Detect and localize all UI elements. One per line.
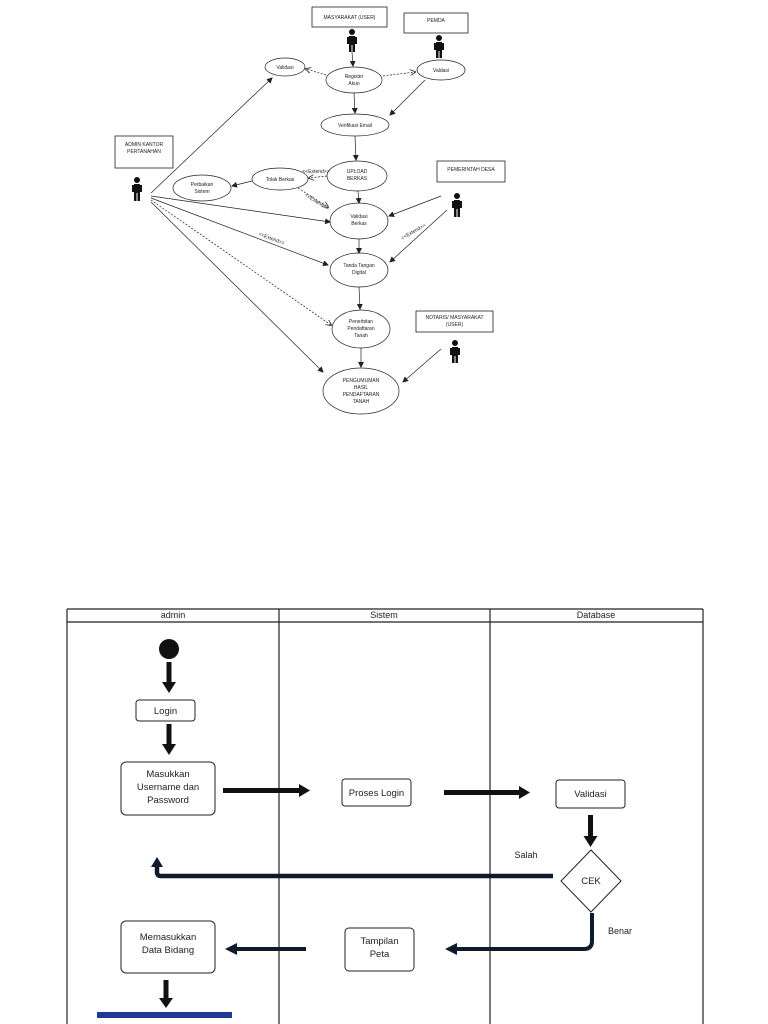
usecase-pengumuman-hasil: PENGUMUMAN HASIL PENDAFTARAN TANAH <box>322 367 400 415</box>
usecase-validasi: Validasi <box>264 57 306 77</box>
extend-label-admin: <<Extend>> <box>258 232 286 247</box>
flow-arrow <box>162 724 176 755</box>
usecase-tolak-berkas: Tolak Berkas <box>251 167 309 191</box>
svg-text:Password: Password <box>147 795 189 806</box>
flow-arrow <box>225 943 306 955</box>
svg-text:Sistem: Sistem <box>194 189 209 195</box>
svg-text:UPLOAD: UPLOAD <box>347 169 368 175</box>
svg-text:Berkas: Berkas <box>351 221 367 227</box>
actor-masyarakat-label: MASYARAKAT (USER) <box>324 15 376 21</box>
svg-text:TANAH: TANAH <box>353 399 370 405</box>
svg-text:Validasi: Validasi <box>574 789 607 800</box>
actor-pemda-label: PEMDA <box>427 18 445 24</box>
initial-node <box>159 639 179 659</box>
svg-text:Memasukkan: Memasukkan <box>140 932 197 943</box>
usecase-validasi-berkas: Validasi Berkas <box>329 202 389 240</box>
activity-masukkan-username-password: Masukkan Username dan Password <box>120 761 216 816</box>
svg-text:Data Bidang: Data Bidang <box>142 945 194 956</box>
svg-text:Tolak Berkas: Tolak Berkas <box>266 177 295 183</box>
flow-arrow <box>159 980 173 1008</box>
activity-validasi: Validasi <box>555 779 626 809</box>
svg-text:BERKAS: BERKAS <box>347 176 368 182</box>
usecase-penerbitan-pendaftaran-tanah: Penerbitan Pendaftaran Tanah <box>331 309 391 349</box>
sync-bar <box>97 1012 232 1018</box>
svg-text:PENDAFTARAN: PENDAFTARAN <box>343 392 380 398</box>
flow-arrow-salah <box>151 857 553 879</box>
stick-figure-icon <box>450 340 460 363</box>
svg-text:CEK: CEK <box>581 876 601 887</box>
activity-memasukkan-data-bidang: Memasukkan Data Bidang <box>120 920 216 974</box>
svg-text:Pendaftaran: Pendaftaran <box>347 326 374 332</box>
usecase-perbaikan-sistem: Perbaikan Sistem <box>172 174 232 202</box>
flow-arrow <box>444 786 530 799</box>
actor-notaris-label-2: (USER) <box>446 322 464 328</box>
stick-figure-icon <box>132 177 142 201</box>
usecase-valdasi: Valdasi <box>416 59 466 81</box>
svg-text:Validasi: Validasi <box>350 214 367 220</box>
svg-text:Masukkan: Masukkan <box>146 769 189 780</box>
flow-arrow <box>583 815 598 847</box>
svg-text:Peta: Peta <box>370 949 390 960</box>
activity-tampilan-peta: Tampilan Peta <box>344 927 415 972</box>
svg-text:HASIL: HASIL <box>354 385 369 391</box>
actor-pemerintah-desa-label: PEMERINTAH DESA <box>447 167 495 173</box>
extend-label-tolak: <<Extend>> <box>303 192 329 212</box>
svg-text:Register: Register <box>345 74 364 80</box>
stick-figure-icon <box>434 35 444 58</box>
usecase-verifikasi-email: Verifikasi Email <box>320 113 390 137</box>
actor-admin-kantor-pertanahan: ADMIN KANTOR PERTANAHAN <box>114 135 174 201</box>
svg-text:Username dan: Username dan <box>137 782 199 793</box>
flow-arrow-benar <box>445 913 594 955</box>
use-case-relations <box>150 51 448 383</box>
usecase-tanda-tangan-digital: Tanda Tangan Digital <box>329 252 389 288</box>
stick-figure-icon <box>347 29 357 52</box>
stick-figure-icon <box>452 193 462 217</box>
swimlane-frame <box>66 608 704 1024</box>
flow-arrow <box>162 662 176 693</box>
guard-benar: Benar <box>608 926 632 936</box>
svg-text:Tanah: Tanah <box>354 333 368 339</box>
svg-text:Tampilan: Tampilan <box>360 936 398 947</box>
actor-admin-label-1: ADMIN KANTOR <box>125 142 164 148</box>
svg-text:Penerbitan: Penerbitan <box>349 319 373 325</box>
lane-header-database: Database <box>577 610 616 620</box>
flow-arrow <box>223 784 310 797</box>
svg-text:Proses Login: Proses Login <box>349 788 404 799</box>
svg-text:Login: Login <box>154 706 177 717</box>
activity-proses-login: Proses Login <box>341 778 412 807</box>
activity-login: Login <box>135 699 196 722</box>
svg-text:Tanda Tangan: Tanda Tangan <box>343 263 375 269</box>
svg-text:Validasi: Validasi <box>276 65 293 71</box>
actor-admin-label-2: PERTANAHAN <box>127 149 161 155</box>
use-case-diagram: MASYARAKAT (USER) PEMDA <box>114 6 506 415</box>
lane-header-admin: admin <box>161 610 186 620</box>
svg-text:Akun: Akun <box>348 81 360 87</box>
svg-text:PENGUMUMAN: PENGUMUMAN <box>343 378 380 384</box>
svg-text:Perbaikan: Perbaikan <box>191 182 214 188</box>
usecase-upload-berkas: UPLOAD BERKAS <box>326 160 388 192</box>
actor-masyarakat-user: MASYARAKAT (USER) <box>311 6 388 52</box>
decision-cek: CEK <box>560 849 622 913</box>
guard-salah: Salah <box>514 850 537 860</box>
activity-diagram: admin Sistem Database Login Masukkan Use… <box>66 608 704 1024</box>
actor-notaris-masyarakat: NOTARIS/ MASYARAKAT (USER) <box>415 310 494 363</box>
lane-header-sistem: Sistem <box>370 610 398 620</box>
svg-text:Verifikasi Email: Verifikasi Email <box>338 123 372 129</box>
usecase-register-akun: Register Akun <box>325 66 383 94</box>
actor-notaris-label-1: NOTARIS/ MASYARAKAT <box>425 315 483 321</box>
extend-label-small: <<Extend>> <box>302 169 329 175</box>
actor-pemerintah-desa: PEMERINTAH DESA <box>436 160 506 217</box>
svg-text:Digital: Digital <box>352 270 366 276</box>
actor-pemda: PEMDA <box>403 12 469 58</box>
svg-text:Valdasi: Valdasi <box>433 68 449 74</box>
